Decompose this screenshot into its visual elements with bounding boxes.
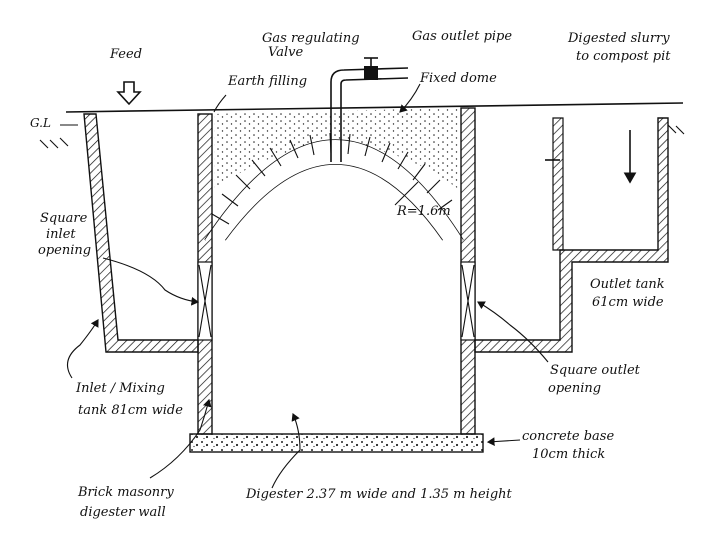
digester-label: Digester 2.37 m wide and 1.35 m height (245, 487, 513, 502)
gas-regulating-valve-label-2: Valve (268, 45, 303, 60)
feed-arrow-icon (116, 81, 142, 106)
gas-regulating-valve-icon (364, 57, 378, 80)
fixed-dome-label: Fixed dome (419, 71, 497, 86)
gas-outlet-pipe-label: Gas outlet pipe (412, 29, 512, 44)
digested-slurry-label: Digested slurry (567, 31, 670, 46)
left-digester-wall (197, 113, 213, 435)
concrete-base-label: concrete base (522, 429, 614, 444)
radius-label: R=1.6m (396, 204, 451, 219)
brick-wall-label-2: digester wall (80, 505, 166, 520)
outlet-tank-label-2: 61cm wide (592, 295, 664, 310)
outlet-tank-label: Outlet tank (590, 277, 665, 292)
square-outlet-label: Square outlet (550, 363, 641, 378)
right-digester-wall (460, 107, 476, 435)
square-outlet-label-2: opening (548, 381, 601, 396)
square-inlet-label: Square (40, 211, 88, 226)
fixed-dome (204, 132, 464, 241)
square-inlet-label-3: opening (38, 243, 91, 258)
leader-lines (66, 83, 549, 489)
ground-line (39, 102, 685, 149)
digested-slurry-label-2: to compost pit (576, 49, 671, 64)
outlet-tank (474, 117, 669, 353)
inlet-tank-label-2: tank 81cm wide (78, 403, 183, 418)
square-inlet-label-2: inlet (46, 227, 76, 242)
gas-regulating-valve-label: Gas regulating (262, 31, 360, 46)
feed-label: Feed (109, 47, 142, 62)
concrete-base (189, 433, 484, 453)
concrete-base-label-2: 10cm thick (532, 447, 605, 462)
inlet-mixing-tank (83, 113, 199, 353)
inlet-tank-label: Inlet / Mixing (75, 381, 165, 396)
earth-filling-label: Earth filling (227, 74, 307, 89)
gas-outlet-pipe (330, 67, 409, 162)
brick-wall-label: Brick masonry (77, 485, 174, 500)
earth-filling (214, 108, 460, 190)
ground-level-label: G.L (30, 116, 51, 130)
